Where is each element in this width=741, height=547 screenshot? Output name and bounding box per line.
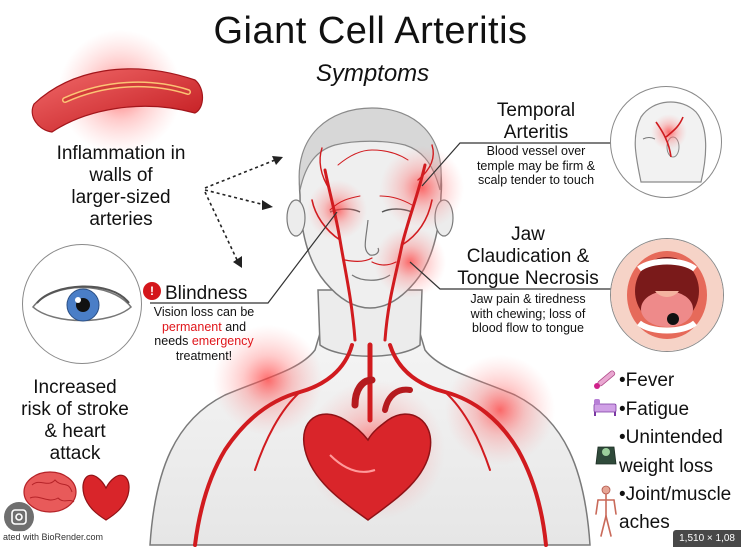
stroke-heart-attack-label: Increased risk of stroke & heart attack bbox=[21, 377, 129, 464]
symptom-fever: •Fever bbox=[619, 370, 675, 391]
temple-head-illustration bbox=[610, 86, 722, 198]
thermometer-icon bbox=[594, 370, 616, 389]
jaw-claudication-title: Jaw Claudication & Tongue Necrosis bbox=[457, 224, 599, 289]
symptom-weight-loss-line2: weight loss bbox=[619, 456, 713, 477]
page-title: Giant Cell Arteritis bbox=[213, 10, 528, 52]
mouth-tongue-illustration bbox=[610, 238, 724, 352]
artery-icon bbox=[31, 68, 204, 133]
brain-icon bbox=[23, 471, 77, 513]
temporal-arteritis-title: Temporal Arteritis bbox=[496, 100, 576, 143]
blindness-description: Vision loss can be permanent and needs e… bbox=[153, 305, 255, 363]
jaw-claudication-description: Jaw pain & tiredness with chewing; loss … bbox=[470, 292, 586, 335]
small-heart-icon bbox=[82, 474, 130, 521]
heart-illustration bbox=[302, 376, 432, 521]
skeleton-icon bbox=[595, 485, 617, 537]
symptom-fatigue: •Fatigue bbox=[619, 399, 690, 420]
alert-icon: ! bbox=[143, 282, 161, 300]
biorender-credit: ated with BioRender.com bbox=[0, 531, 107, 543]
lens-search-button[interactable] bbox=[4, 502, 34, 532]
lens-icon bbox=[11, 509, 27, 525]
symptom-joint-muscle-line2: aches bbox=[619, 512, 670, 533]
bed-icon bbox=[593, 399, 617, 416]
eye-illustration bbox=[22, 244, 142, 364]
page-subtitle: Symptoms bbox=[315, 60, 430, 87]
temporal-arteritis-description: Blood vessel over temple may be firm & s… bbox=[476, 144, 596, 187]
symptom-joint-muscle-line1: •Joint/muscle bbox=[619, 484, 732, 505]
symptom-weight-loss-line1: •Unintended bbox=[619, 427, 723, 448]
scale-icon bbox=[595, 446, 617, 465]
blindness-title: Blindness bbox=[165, 283, 248, 304]
image-dimensions-badge: 1,510 × 1,08 bbox=[673, 530, 741, 547]
inflammation-label: Inflammation in walls of larger-sized ar… bbox=[56, 143, 186, 230]
